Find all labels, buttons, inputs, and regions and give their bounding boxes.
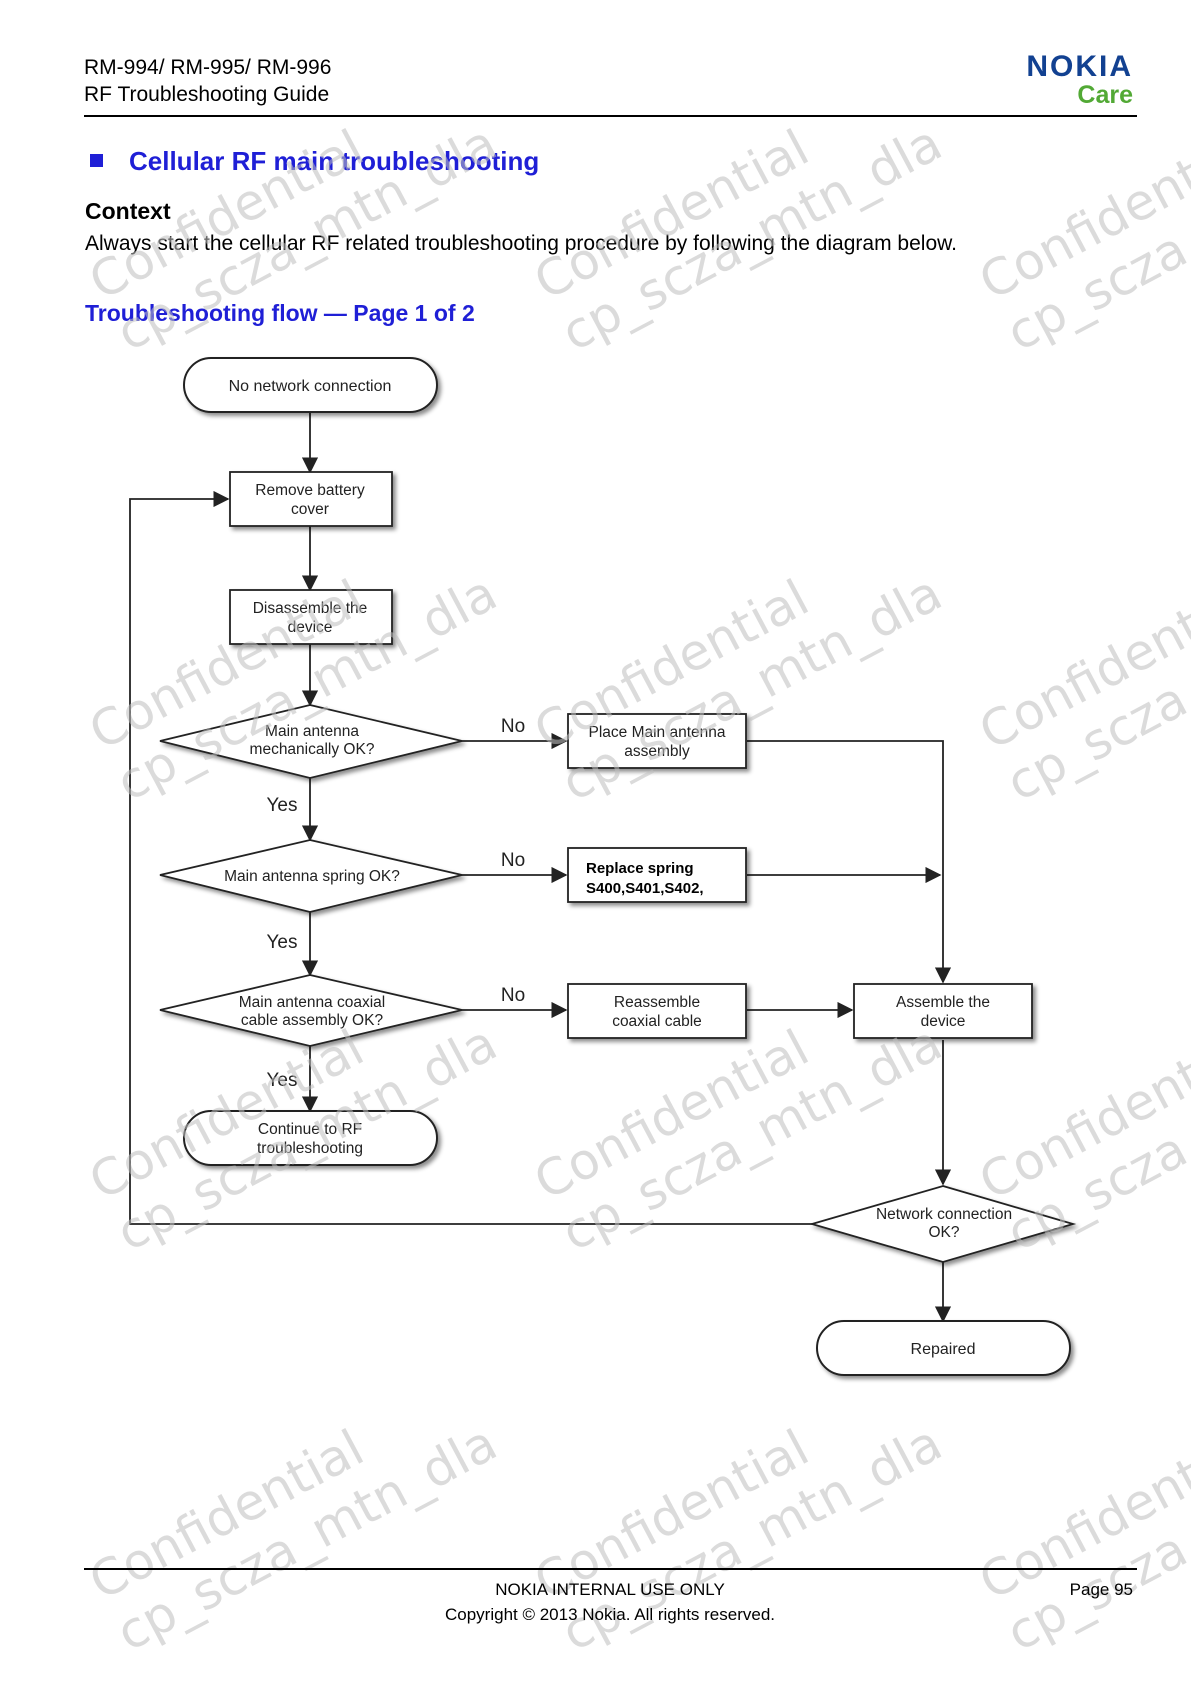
disassemble-line2: device (288, 619, 333, 636)
flow-connectors (129, 413, 952, 1323)
remove-cover-line2: cover (291, 501, 329, 518)
decision-mechanical-line2: mechanically OK? (250, 741, 375, 758)
document-model: RM-994/ RM-995/ RM-996 (84, 56, 332, 79)
flow-remove-cover-box: Remove battery cover (229, 471, 393, 527)
decision-coaxial-line1: Main antenna coaxial (239, 994, 386, 1011)
flow-decision-coaxial: Main antenna coaxial cable assembly OK? (159, 974, 463, 1047)
footer-divider (84, 1568, 1137, 1570)
reassemble-coax-line1: Reassemble (614, 994, 700, 1011)
reassemble-coax-line2: coaxial cable (612, 1013, 702, 1030)
decision-spring-label: Main antenna spring OK? (224, 868, 400, 885)
place-antenna-line2: assembly (624, 743, 690, 760)
square-bullet-icon (90, 153, 103, 167)
flow-reassemble-coax-box: Reassemble coaxial cable (567, 983, 747, 1039)
context-heading: Context (85, 198, 171, 224)
flow-continue-terminal: Continue to RF troubleshooting (183, 1110, 438, 1166)
replace-spring-line1: Replace spring (586, 860, 694, 877)
flow-replace-spring-box: Replace spring S400,S401,S402, (567, 847, 747, 903)
flow-disassemble-box: Disassemble the device (229, 589, 393, 645)
repaired-label: Repaired (911, 1341, 976, 1358)
header-divider (84, 115, 1137, 117)
disassemble-line1: Disassemble the (253, 600, 368, 617)
nokia-care-logo: NOKIA Care (1026, 50, 1133, 109)
continue-line1: Continue to RF (258, 1121, 362, 1138)
yes-label-mechanical: Yes (267, 795, 298, 816)
flow-assemble-box: Assemble the device (853, 983, 1033, 1039)
no-label-mechanical: No (501, 716, 525, 737)
yes-label-coaxial: Yes (267, 1070, 298, 1091)
flow-title: Troubleshooting flow — Page 1 of 2 (85, 300, 475, 326)
footer-copyright: Copyright © 2013 Nokia. All rights reser… (444, 1605, 775, 1624)
assemble-line2: device (921, 1013, 966, 1030)
flow-decision-mechanical: Main antenna mechanically OK? (159, 704, 463, 779)
start-label: No network connection (229, 378, 392, 395)
flow-decision-spring: Main antenna spring OK? (159, 839, 463, 913)
no-label-coaxial: No (501, 985, 525, 1006)
place-antenna-line1: Place Main antenna (588, 724, 725, 741)
remove-cover-line1: Remove battery (255, 482, 365, 499)
context-body: Always start the cellular RF related tro… (85, 232, 957, 255)
footer-internal-notice: NOKIA INTERNAL USE ONLY (495, 1580, 725, 1599)
logo-sub: Care (1077, 81, 1133, 109)
no-label-spring: No (501, 850, 525, 871)
yes-label-spring: Yes (267, 932, 298, 953)
flow-repaired-terminal: Repaired (816, 1320, 1071, 1376)
section-title: Cellular RF main troubleshooting (90, 146, 539, 177)
continue-line2: troubleshooting (257, 1140, 363, 1157)
logo-brand: NOKIA (1026, 50, 1133, 83)
replace-spring-line2: S400,S401,S402, (586, 880, 704, 897)
document-guide-title: RF Troubleshooting Guide (84, 83, 330, 106)
decision-coaxial-line2: cable assembly OK? (241, 1012, 384, 1029)
decision-network-line1: Network connection (876, 1206, 1012, 1223)
decision-network-line2: OK? (928, 1224, 959, 1241)
flow-start-terminal: No network connection (183, 357, 438, 413)
page-number: Page 95 (1069, 1580, 1133, 1599)
assemble-line1: Assemble the (896, 994, 990, 1011)
section-title-text: Cellular RF main troubleshooting (129, 146, 540, 176)
flow-place-antenna-box: Place Main antenna assembly (567, 713, 747, 769)
decision-mechanical-line1: Main antenna (265, 723, 359, 740)
flow-decision-network: Network connection OK? (808, 1185, 1077, 1263)
